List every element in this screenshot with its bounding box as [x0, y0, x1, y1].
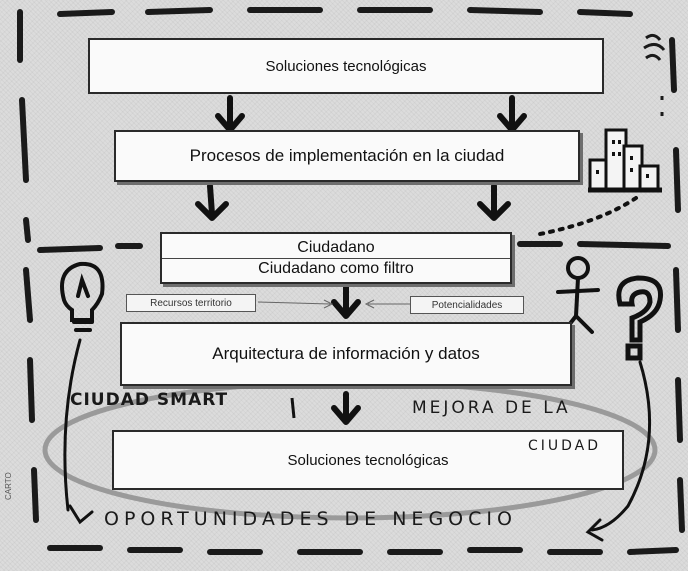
smart-underline [290, 397, 296, 419]
territory-resources-label: Recursos territorio [150, 297, 232, 309]
citizen-box: Ciudadano Ciudadano como filtro [160, 232, 512, 284]
information-architecture-label: Arquitectura de información y datos [212, 344, 480, 363]
signal-marks [643, 33, 666, 116]
top-solutions-box: Soluciones tecnológicas [88, 38, 604, 94]
question-mark-icon [616, 275, 664, 361]
lightbulb-icon [60, 261, 105, 332]
dotted-connector [538, 196, 638, 236]
citizen-title: Ciudadano [297, 238, 375, 256]
implementation-process-label: Procesos de implementación en la ciudad [189, 146, 505, 165]
business-opportunities-label: OPORTUNIDADES DE NEGOCIO [104, 508, 517, 530]
bottom-solutions-box: Soluciones tecnológicas [112, 430, 624, 490]
image-credit: CARTO [4, 472, 13, 500]
information-architecture-box: Arquitectura de información y datos [120, 322, 572, 386]
smart-city-label: CIUDAD SMART [70, 390, 229, 410]
feedback-arrows [63, 338, 652, 542]
top-solutions-label: Soluciones tecnológicas [265, 57, 427, 75]
buildings-icon [588, 128, 662, 193]
bottom-solutions-label: Soluciones tecnológicas [287, 451, 449, 469]
side-arrows [257, 299, 410, 309]
potentialities-box: Potencialidades [410, 296, 524, 314]
flow-arrows [195, 95, 527, 425]
city-improvement-label-line1: MEJORA DE LA [412, 398, 571, 418]
implementation-process-box: Procesos de implementación en la ciudad [114, 130, 580, 182]
citizen-filter-label: Ciudadano como filtro [258, 259, 414, 277]
potentialities-label: Potencialidades [431, 299, 503, 311]
citizen-divider [162, 257, 510, 259]
outer-dashed-frame [17, 7, 685, 555]
city-improvement-label-line2: CIUDAD [528, 438, 602, 454]
territory-resources-box: Recursos territorio [126, 294, 256, 312]
